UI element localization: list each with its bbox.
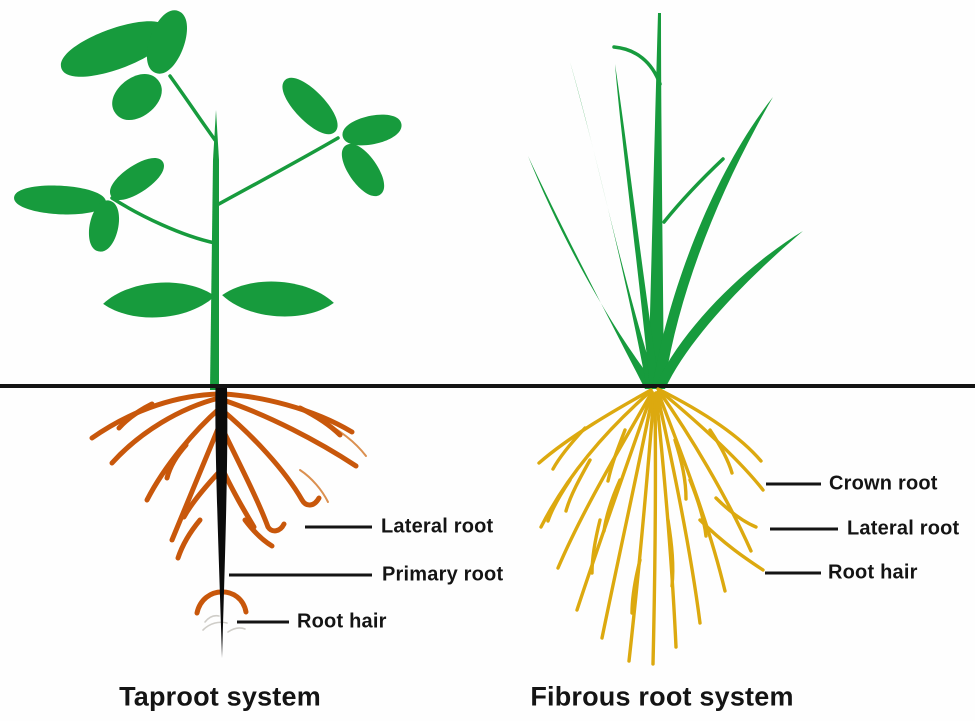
caption-fibrous-root-system: Fibrous root system (530, 681, 794, 712)
dicot-stem (210, 110, 219, 390)
leaf-cluster-top-left (61, 10, 188, 120)
label-lateral-root-taproot: Lateral root (381, 515, 494, 538)
grass-blade-right-long (652, 97, 773, 389)
label-crown-root: Crown root (829, 472, 938, 495)
taproot-plant-shoot (14, 10, 402, 390)
primary-taproot (215, 388, 228, 658)
grass-blade-right-small (662, 157, 725, 224)
leaf-cluster-left (14, 158, 164, 252)
label-lateral-root-fibrous: Lateral root (847, 517, 960, 540)
pointer-lines (229, 482, 838, 624)
label-root-hair-fibrous: Root hair (828, 561, 918, 584)
petiole-left (110, 196, 217, 245)
caption-taproot-system: Taproot system (119, 681, 321, 712)
grass-flag-leaf (612, 45, 662, 86)
grass-stalk (648, 13, 664, 389)
label-primary-root: Primary root (382, 563, 504, 586)
leaf-cluster-right (282, 77, 402, 197)
taproot-root-system (89, 388, 367, 658)
grass-blade-thin-left (615, 64, 660, 389)
grass-blade-right-low (654, 231, 803, 389)
fibrous-plant-shoot (528, 13, 803, 389)
leaf-pair-bottom (103, 281, 334, 318)
petiole-right (215, 136, 340, 207)
fibrous-root-system (537, 387, 765, 666)
grass-blade-tall-left (570, 62, 658, 389)
petiole-top-left (168, 74, 217, 142)
label-root-hair-taproot: Root hair (297, 610, 387, 633)
